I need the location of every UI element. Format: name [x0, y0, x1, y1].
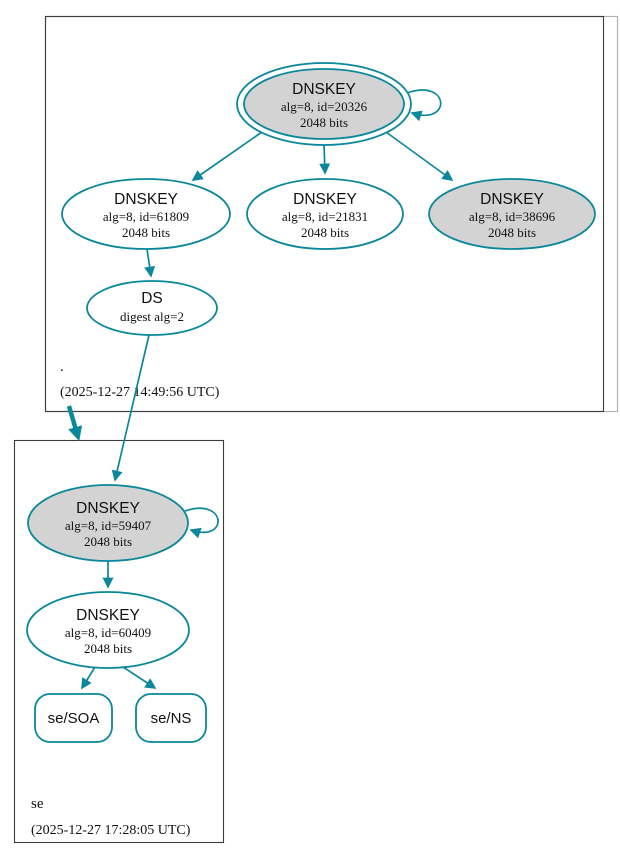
node-detail: 2048 bits — [84, 641, 132, 656]
node-title: DNSKEY — [114, 191, 178, 208]
node-detail: alg=8, id=20326 — [281, 99, 368, 114]
edge-ds-to-se-ksk — [111, 334, 150, 482]
node-title: DS — [141, 290, 163, 307]
edge-se-zsk-to-soa — [81, 666, 96, 690]
node-detail: alg=8, id=38696 — [469, 209, 556, 224]
edge-root-ksk-selfloop — [406, 89, 442, 122]
node-dnskey-20326-ellipse — [243, 68, 405, 140]
node-detail: 2048 bits — [301, 225, 349, 240]
node-detail: alg=8, id=21831 — [282, 209, 368, 224]
edge-key61809-to-ds — [144, 248, 156, 278]
zone-root-box — [44, 15, 605, 413]
node-dnskey-59407-ellipse — [27, 484, 189, 562]
node-detail: digest alg=2 — [120, 309, 184, 324]
node-dnskey-38696-ellipse — [428, 178, 596, 250]
edge-root-to-se-delegation — [66, 405, 83, 442]
node-ds[interactable]: DS digest alg=2 — [86, 280, 218, 336]
node-rrset-se-soa[interactable]: se/SOA — [34, 693, 113, 743]
zone-root-label: . — [60, 359, 64, 375]
node-title: DNSKEY — [480, 191, 544, 208]
node-title: se/SOA — [48, 710, 100, 727]
node-ds-ellipse — [86, 280, 218, 336]
node-dnskey-61809[interactable]: DNSKEY alg=8, id=61809 2048 bits — [61, 178, 231, 250]
node-rrset-se-ns[interactable]: se/NS — [135, 693, 207, 743]
edge-se-zsk-to-ns — [122, 666, 157, 689]
zone-se-cluster: se (2025-12-27 17:28:05 UTC) — [13, 439, 225, 844]
node-title: DNSKEY — [293, 191, 357, 208]
edge-ksk20326-to-key21831 — [319, 143, 331, 175]
node-dnskey-20326[interactable]: DNSKEY alg=8, id=20326 2048 bits — [236, 62, 412, 146]
node-dnskey-38696[interactable]: DNSKEY alg=8, id=38696 2048 bits — [428, 178, 596, 250]
zone-se-box — [13, 439, 225, 844]
node-detail: 2048 bits — [300, 115, 348, 130]
zone-se-label: se — [31, 796, 44, 812]
zone-se-timestamp: (2025-12-27 17:28:05 UTC) — [31, 823, 191, 838]
node-detail: 2048 bits — [488, 225, 536, 240]
node-dnskey-60409-ellipse — [26, 591, 190, 669]
node-detail: 2048 bits — [84, 534, 132, 549]
node-title: se/NS — [151, 710, 192, 727]
node-detail: alg=8, id=60409 — [65, 625, 151, 640]
node-title: DNSKEY — [76, 500, 140, 517]
node-dnskey-60409[interactable]: DNSKEY alg=8, id=60409 2048 bits — [26, 591, 190, 669]
node-rrset-se-ns-rect — [135, 693, 207, 743]
edge-ksk20326-to-key38696 — [385, 131, 454, 181]
node-detail: alg=8, id=59407 — [65, 518, 152, 533]
edge-ksk20326-to-key61809 — [191, 131, 263, 181]
zone-root-cluster: . (2025-12-27 14:49:56 UTC) — [44, 15, 619, 413]
node-dnskey-61809-ellipse — [61, 178, 231, 250]
node-title: DNSKEY — [292, 81, 356, 98]
node-title: DNSKEY — [76, 607, 140, 624]
node-detail: alg=8, id=61809 — [103, 209, 189, 224]
node-detail: 2048 bits — [122, 225, 170, 240]
zone-root-timestamp: (2025-12-27 14:49:56 UTC) — [60, 385, 220, 400]
edge-se-ksk-selfloop — [184, 507, 219, 539]
edges — [66, 89, 454, 690]
node-dnskey-21831-ellipse — [246, 178, 404, 250]
node-dnskey-21831[interactable]: DNSKEY alg=8, id=21831 2048 bits — [246, 178, 404, 250]
node-rrset-se-soa-rect — [34, 693, 113, 743]
node-dnskey-59407[interactable]: DNSKEY alg=8, id=59407 2048 bits — [27, 484, 189, 562]
